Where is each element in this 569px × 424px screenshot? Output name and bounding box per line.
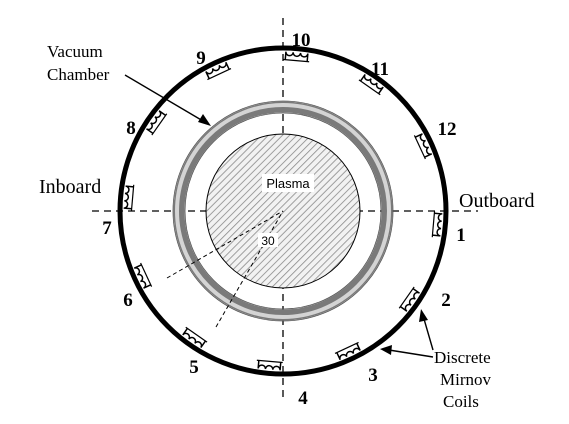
coil-number-6: 6 — [123, 290, 133, 311]
arrow-icon — [419, 309, 428, 322]
angle-ray-coil-6 — [166, 210, 284, 279]
coil-number-8: 8 — [126, 118, 136, 139]
mirnov-coil-icon — [146, 110, 168, 136]
coil-support-ring — [117, 45, 449, 377]
vacuum-chamber-pointer-line — [124, 74, 204, 122]
angle-label-bg — [258, 233, 278, 247]
mirnov-coil-icon — [358, 74, 384, 96]
angle-label: 30 — [261, 234, 275, 248]
mirnov-coil-icon — [123, 184, 135, 211]
discrete-coils-label-line2: Mirnov — [440, 370, 492, 389]
mirnov-coil-icon — [133, 262, 153, 289]
mirnov-coil-icon — [283, 51, 310, 63]
angle-ray-coil-5 — [215, 210, 284, 328]
outboard-label: Outboard — [459, 190, 535, 212]
vacuum-chamber-highlight — [175, 103, 391, 319]
coil-number-9: 9 — [196, 48, 206, 69]
mirnov-coils — [123, 51, 443, 371]
vacuum-chamber-outer-edge — [172, 100, 394, 322]
mirnov-coil-icon — [182, 326, 208, 348]
coil-number-7: 7 — [102, 218, 112, 239]
mirnov-coil-icon — [205, 61, 232, 81]
inboard-label: Inboard — [39, 176, 101, 198]
vacuum-chamber-label-line1: Vacuum — [47, 42, 103, 61]
coil-number-5: 5 — [189, 357, 199, 378]
coil-number-2: 2 — [441, 290, 451, 311]
mirnov-coil-icon — [334, 341, 361, 361]
coil-number-10: 10 — [292, 30, 311, 51]
mirnov-coil-icon — [256, 359, 283, 371]
coil-number-4: 4 — [298, 388, 308, 409]
coil-number-11: 11 — [371, 59, 389, 80]
coil-number-3: 3 — [368, 365, 378, 386]
plasma-label: Plasma — [266, 176, 310, 191]
arrow-icon — [380, 345, 392, 355]
discrete-coils-pointer-line-2 — [423, 318, 434, 351]
mirnov-coil-icon — [431, 211, 443, 238]
vacuum-chamber-inner-edge — [184, 112, 382, 310]
mirnov-coil-icon — [413, 133, 433, 160]
discrete-coils-label-line1: Discrete — [434, 348, 491, 367]
discrete-coils-label-line3: Coils — [443, 392, 479, 411]
plasma-label-bg — [262, 174, 314, 192]
vacuum-chamber-label-line2: Chamber — [47, 65, 110, 84]
mirnov-coil-icon — [398, 286, 420, 312]
discrete-coils-pointer-line-1 — [388, 349, 434, 358]
coil-number-12: 12 — [438, 119, 457, 140]
arrow-icon — [198, 114, 211, 126]
coil-number-1: 1 — [456, 225, 466, 246]
